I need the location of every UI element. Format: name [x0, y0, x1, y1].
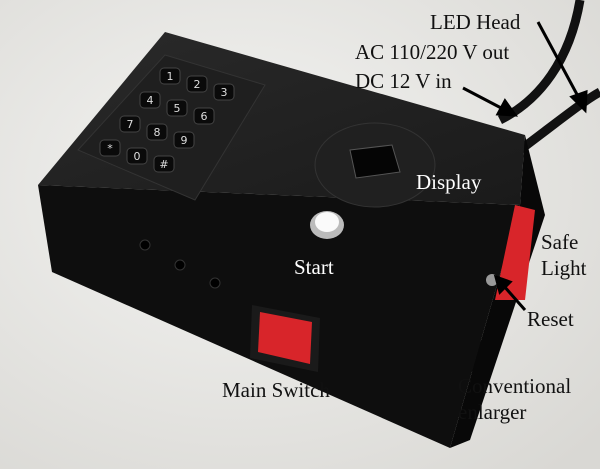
keypad-key-label: 3	[221, 86, 228, 99]
keypad-keys: 1 2 3 4 5 6 7 8 9 * 0 #	[99, 67, 235, 173]
keypad-key[interactable]	[213, 83, 235, 101]
keypad-key-label: #	[159, 158, 168, 171]
keypad-key-label: 8	[154, 126, 161, 139]
keypad-key[interactable]	[119, 115, 141, 133]
vent-hole	[209, 277, 221, 289]
label-main-switch: Main Switch	[222, 378, 330, 402]
keypad-key-label: 6	[201, 110, 208, 123]
label-enlarger-1: Conventional	[458, 374, 572, 398]
keypad-key-label: 7	[127, 118, 134, 131]
keypad-key[interactable]	[99, 139, 121, 157]
main-switch[interactable]	[258, 312, 312, 364]
keypad-key[interactable]	[166, 99, 188, 117]
display-screen	[349, 144, 401, 179]
keypad-key[interactable]	[186, 75, 208, 93]
label-enlarger-2: enlarger	[458, 400, 527, 424]
cable-power	[517, 88, 600, 154]
keypad-key-label: *	[107, 142, 113, 155]
keypad-key[interactable]	[126, 147, 148, 165]
keypad-key[interactable]	[159, 67, 181, 85]
safe-light-switch[interactable]	[495, 205, 535, 300]
vent-hole	[174, 259, 186, 271]
keypad-key-label: 9	[181, 134, 188, 147]
label-reset: Reset	[527, 307, 574, 331]
keypad-key-label: 2	[194, 78, 201, 91]
label-safe-light-1: Safe	[541, 230, 579, 254]
label-start: Start	[294, 255, 334, 279]
label-ac-out: AC 110/220 V out	[355, 40, 510, 64]
keypad-key-label: 1	[167, 70, 174, 83]
label-display: Display	[416, 170, 482, 194]
annotation-arrows	[462, 21, 588, 311]
label-dc-in: DC 12 V in	[355, 69, 452, 93]
keypad-key-label: 5	[174, 102, 181, 115]
start-button-cap	[315, 212, 339, 232]
vent-hole	[139, 239, 151, 251]
label-led-head: LED Head	[430, 10, 521, 34]
label-safe-light-2: Light	[541, 256, 587, 280]
keypad-key-label: 0	[134, 150, 141, 163]
keypad-key[interactable]	[153, 155, 175, 173]
keypad-key[interactable]	[146, 123, 168, 141]
keypad-key[interactable]	[173, 131, 195, 149]
keypad-key[interactable]	[193, 107, 215, 125]
keypad-key[interactable]	[139, 91, 161, 109]
keypad-key-label: 4	[147, 94, 154, 107]
